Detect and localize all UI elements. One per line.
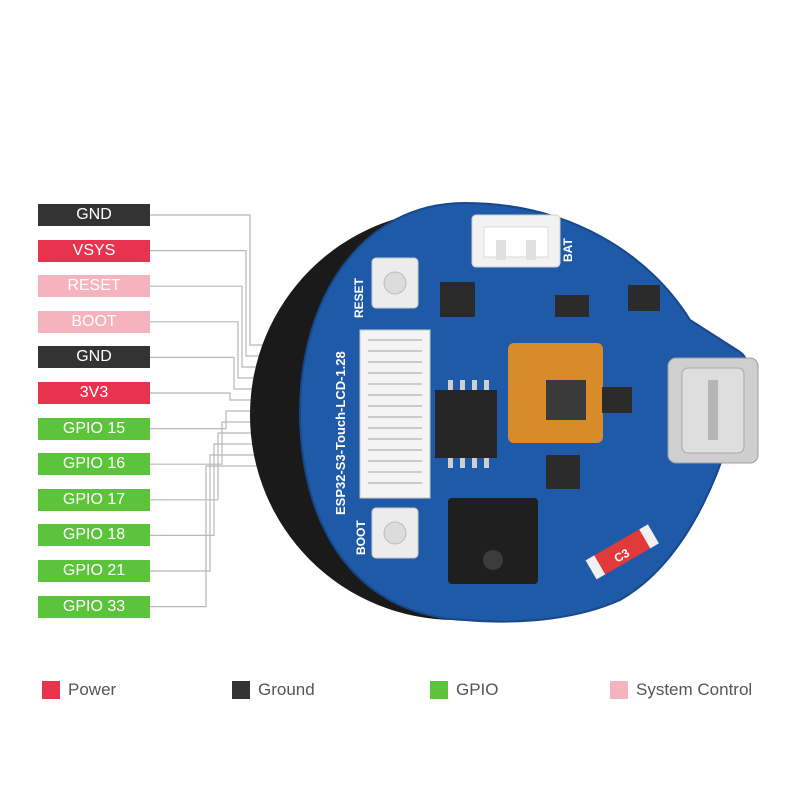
legend-ground-swatch [232,681,250,699]
legend-ground-label: Ground [258,680,315,699]
flash-chip-leg [472,380,477,390]
flash-chip-leg [472,458,477,468]
pin-label-gnd: GND [38,346,150,369]
power-chip [628,285,660,311]
legend-gpio-swatch [430,681,448,699]
pin-label-gpio-16: GPIO 16 [38,453,150,476]
reset-button[interactable] [371,257,419,309]
legend-system-label: System Control [636,680,753,699]
imu-chip [440,282,475,317]
flash-chip-leg [484,458,489,468]
charger-chip [602,387,632,413]
flash-chip-leg [460,458,465,468]
capacitor-label: C3 [612,546,633,566]
pin-label-3v3: 3V3 [38,382,150,404]
battery-connector [471,214,561,268]
pin-label-reset: RESET [38,275,150,298]
legend-system-swatch [610,681,628,699]
pin-label-gpio-18: GPIO 18 [38,524,150,547]
regulator-chip [555,295,589,317]
legend-gpio-label: GPIO [456,680,499,699]
flash-chip-leg [484,380,489,390]
pin-label-gpio-21: GPIO 21 [38,560,150,582]
board-model-text: ESP32-S3-Touch-LCD-1.28 [333,351,348,515]
flash-chip [435,380,497,468]
flash-chip-leg [448,380,453,390]
pin-label-gpio-15: GPIO 15 [38,417,150,440]
flash-chip-leg [460,380,465,390]
touch-chip [546,455,580,489]
flash-chip-leg [448,458,453,468]
capacitor-c3 [585,524,659,580]
pin-label-gpio-17: GPIO 17 [38,488,150,511]
boot-button[interactable] [371,507,419,559]
legend-power-label: Power [68,680,117,699]
legend-gpio: GPIO [430,680,499,700]
bat-label: BAT [561,238,575,262]
pcb-board: BAT RESET BOOT ESP32-S3-Touch-LCD-1.28 [250,201,759,623]
pin-label-boot: BOOT [38,310,150,333]
esp32-s3-chip [448,498,538,584]
legend-system: System Control [610,680,752,700]
legend-ground: Ground [232,680,315,700]
legend-power-swatch [42,681,60,699]
pin-label-vsys: VSYS [38,239,150,262]
kapton-shield [508,343,603,443]
reset-label: RESET [352,277,366,318]
pin-label-gnd: GND [38,204,150,226]
pin-label-gpio-33: GPIO 33 [38,595,150,618]
usb-c-port[interactable] [667,357,759,464]
legend-power: Power [42,680,116,700]
fpc-connector [359,329,431,499]
boot-label: BOOT [354,520,368,555]
